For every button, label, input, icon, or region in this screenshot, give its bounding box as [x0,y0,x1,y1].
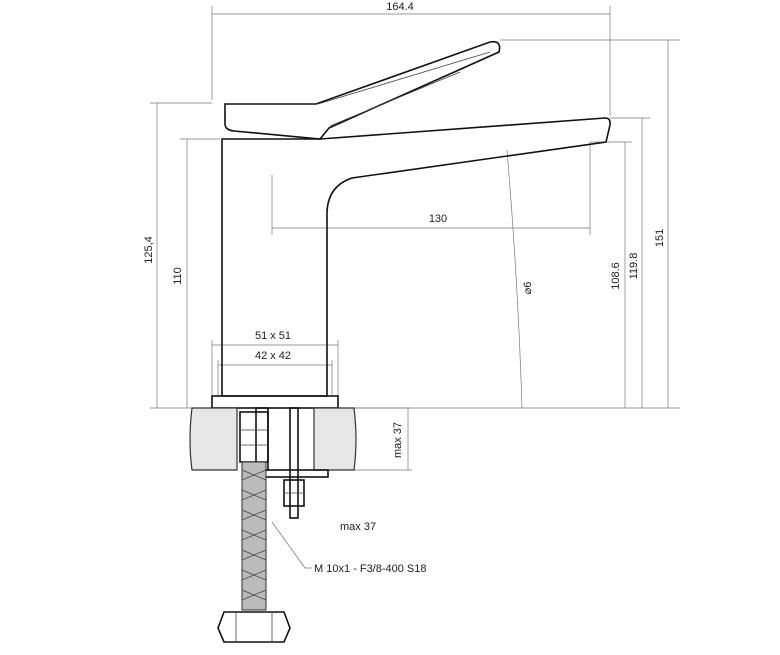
hose-spec-label: M 10x1 - F3/8-400 S18 [314,563,427,575]
total-height-label: 151 [654,229,666,247]
faucet-body [211,40,611,409]
body-height-label: 125,4 [143,236,155,264]
outlet-height-label: 108.6 [610,262,622,290]
spout-height-label: 119.8 [628,253,640,280]
countertop-section [189,407,357,519]
overall-width-label: 164.4 [386,1,414,13]
counter-max-below-label: max 37 [340,521,376,533]
spout-diameter-label: ⌀6 [522,282,534,295]
counter-max-side-label: max 37 [392,422,404,458]
base-outer-label: 51 x 51 [255,330,291,342]
base-inner-label: 42 x 42 [255,350,291,362]
body-height-inner-label: 110 [172,267,184,285]
dimension-labels: 164.4 130 125,4 110 108.6 119.8 151 ⌀6 5… [143,1,666,575]
spout-reach-label: 130 [429,213,447,225]
braided-hose [217,411,291,643]
